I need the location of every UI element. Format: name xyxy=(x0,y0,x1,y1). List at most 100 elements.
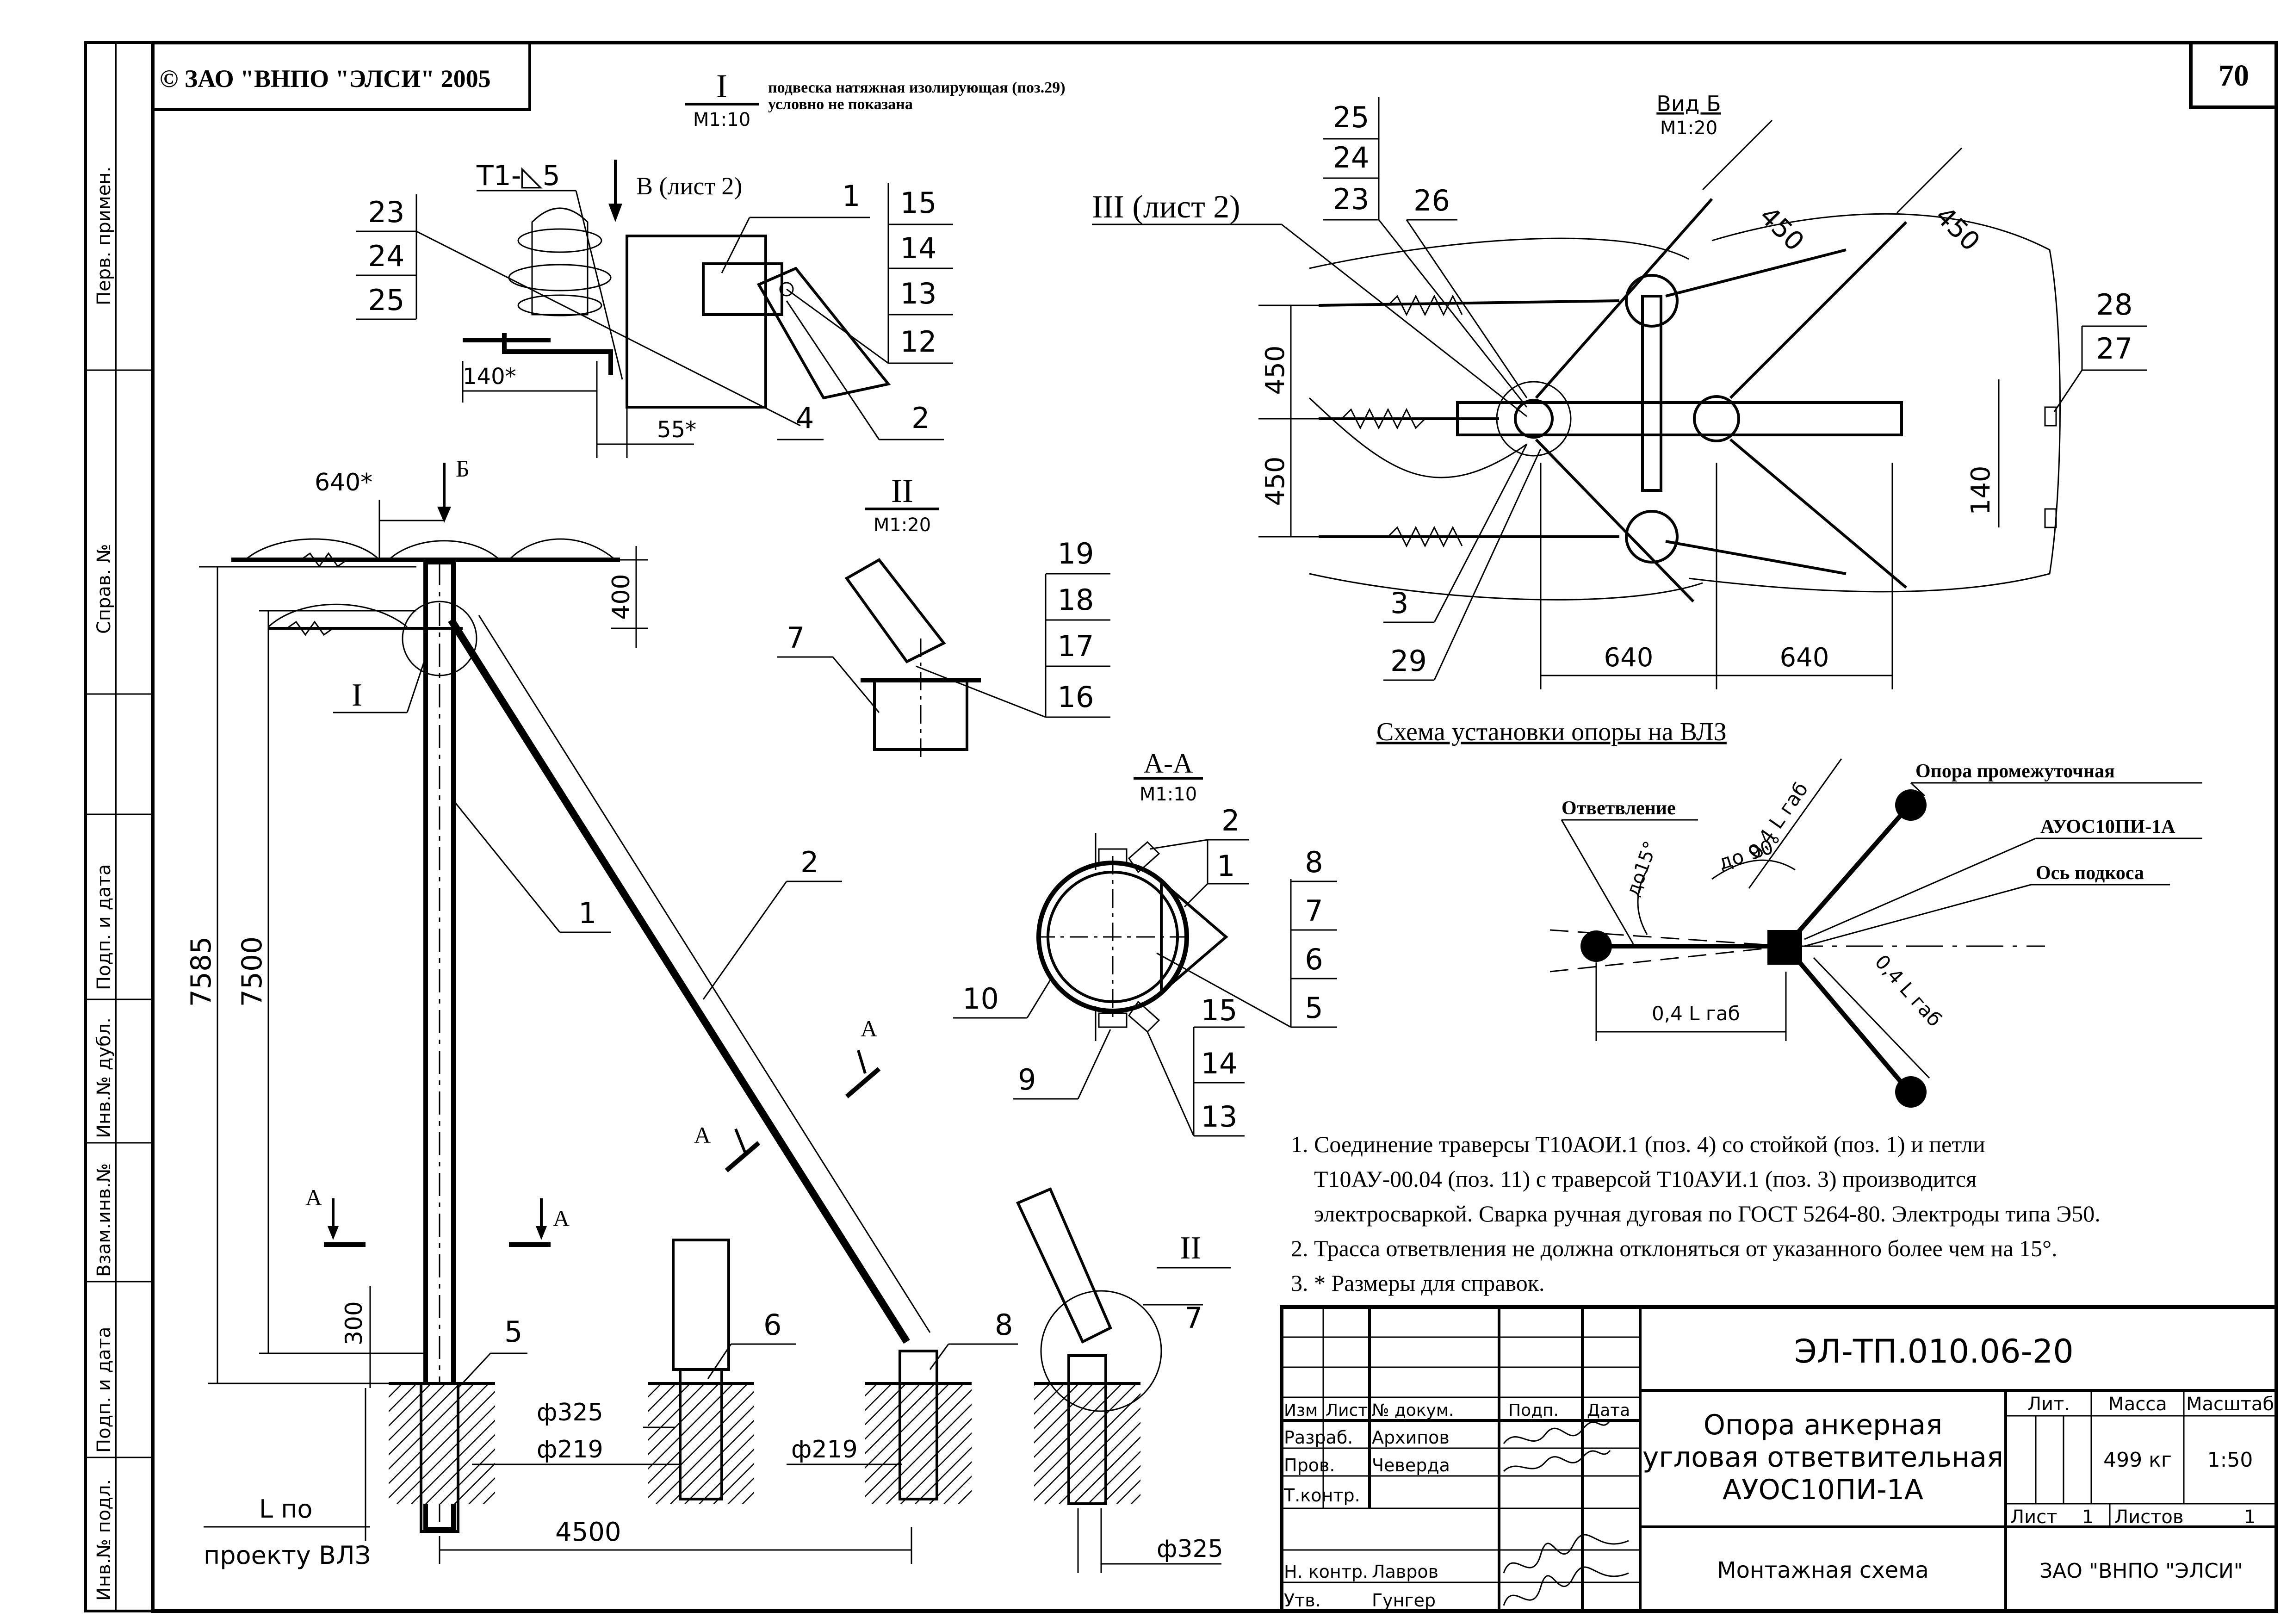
side-label-sprav-no: Справ. № xyxy=(93,544,115,634)
insulator-strings-icon xyxy=(1318,198,1908,603)
name-nkontr: Лавров xyxy=(1372,1562,1438,1582)
label-26: 26 xyxy=(1413,184,1450,217)
dim-4500: 4500 xyxy=(555,1517,621,1547)
label-27: 27 xyxy=(2096,332,2133,366)
label-intermediate-pole: Опора промежуточная xyxy=(1915,761,2115,782)
pos-18: 18 xyxy=(1058,583,1094,617)
sheet-frame xyxy=(84,41,2278,1613)
detail-II: II М1:20 19 18 17 16 7 xyxy=(777,472,1110,759)
angle-90: до 90° xyxy=(1716,832,1785,874)
pos-16: 16 xyxy=(1058,680,1094,714)
leader-7-detail-II: 7 xyxy=(787,621,805,655)
doc-name-line-1: Опора анкерная xyxy=(1704,1409,1942,1441)
name-utv: Гунгер xyxy=(1372,1590,1436,1611)
leader-5: 5 xyxy=(504,1315,522,1349)
col-list: Лист xyxy=(1326,1401,1368,1420)
leader-8: 8 xyxy=(995,1308,1013,1342)
leader-2-main: 2 xyxy=(800,845,818,879)
signature-nkontr-icon xyxy=(1503,1534,1629,1574)
label-29: 29 xyxy=(1390,644,1427,678)
role-razrab: Разраб. xyxy=(1284,1427,1353,1448)
leader-I: I xyxy=(352,677,362,713)
pos-13-section: 13 xyxy=(1201,1100,1238,1134)
label-branch: Ответвление xyxy=(1562,798,1676,819)
angle-15: до15° xyxy=(1622,838,1661,899)
section-AA-scale: М1:10 xyxy=(1140,784,1197,805)
pos-15-section: 15 xyxy=(1201,993,1238,1027)
notes: 1. Соединение траверсы Т10АОИ.1 (поз. 4)… xyxy=(1291,1131,2101,1296)
leader-9: 9 xyxy=(1018,1063,1036,1097)
label-28: 28 xyxy=(2096,288,2133,322)
side-label-inv-podl: Инв.№ подл. xyxy=(93,1479,115,1601)
dim-04L-right: 0,4 L габ xyxy=(1871,950,1946,1031)
company: ЗАО "ВНПО "ЭЛСИ" xyxy=(2039,1559,2243,1583)
section-AA-title: А-А xyxy=(1144,748,1193,779)
dim-phi-219-right: ф219 xyxy=(791,1436,858,1463)
copyright: © ЗАО "ВНПО "ЭЛСИ" 2005 xyxy=(160,65,491,93)
col-masshtab: Масштаб xyxy=(2186,1394,2274,1415)
listov-value: 1 xyxy=(2244,1506,2256,1528)
scheme-installation: Схема установки опоры на ВЛЗ 0,4 L габ 0… xyxy=(1376,718,2202,1108)
dim-140-viewB: 140 xyxy=(1966,466,1996,515)
pos-stack-right: 15 14 13 12 xyxy=(786,183,953,364)
label-proektu-VLZ: проекту ВЛЗ xyxy=(204,1541,371,1570)
dim-400: 400 xyxy=(607,574,635,620)
pos-7: 7 xyxy=(1305,894,1323,928)
insulator-icon xyxy=(508,207,612,316)
leader-7-main: 7 xyxy=(1184,1301,1202,1335)
detail-II-title: II xyxy=(891,472,913,509)
weld-symbol: Т1-◺5 xyxy=(476,160,560,192)
view-B: Вид Б М1:20 III (лист 2) 25 24 23 26 xyxy=(1092,91,2147,689)
leader-2: 2 xyxy=(911,401,930,435)
pole-marker-intermediate-top xyxy=(1895,789,1927,821)
pos-23-viewB: 23 xyxy=(1333,182,1370,216)
pos-6: 6 xyxy=(1305,942,1323,976)
pos-24: 24 xyxy=(368,239,405,273)
role-utv: Утв. xyxy=(1284,1590,1321,1611)
list-value: 1 xyxy=(2082,1506,2094,1528)
section-A-A: А-А М1:10 8 7 6 5 2 1 xyxy=(953,748,1337,1137)
masshtab-value: 1:50 xyxy=(2207,1448,2253,1472)
view-B-scale: М1:20 xyxy=(1660,118,1717,139)
col-massa: Масса xyxy=(2108,1394,2167,1415)
scheme-title: Схема установки опоры на ВЛЗ xyxy=(1376,718,1727,746)
col-lit: Лит. xyxy=(2027,1394,2070,1415)
side-label-perv-primen: Перв. примен. xyxy=(93,167,115,305)
view-B-ref: В (лист 2) xyxy=(636,172,742,200)
section-mark-A-1: А xyxy=(861,1016,877,1041)
name-prov: Чеверда xyxy=(1372,1455,1450,1475)
dim-450-diag-2: 450 xyxy=(1929,201,1986,257)
dim-140: 140* xyxy=(463,364,516,390)
pos-14: 14 xyxy=(900,231,937,265)
pos-13: 13 xyxy=(900,277,937,310)
col-doc: № докум. xyxy=(1372,1401,1454,1420)
role-prov: Пров. xyxy=(1284,1455,1335,1475)
col-podp: Подп. xyxy=(1508,1401,1559,1420)
note-1-line-1: 1. Соединение траверсы Т10АОИ.1 (поз. 4)… xyxy=(1291,1131,1985,1157)
pole-marker-intermediate-bottom xyxy=(1895,1076,1927,1108)
leader-1-section: 1 xyxy=(1217,849,1235,883)
dim-450-lower: 450 xyxy=(1260,457,1290,506)
side-label-podp-data-1: Подп. и дата xyxy=(93,864,115,990)
note-1-line-3: электросваркой. Сварка ручная дуговая по… xyxy=(1314,1201,2101,1227)
doc-subtitle: Монтажная схема xyxy=(1717,1557,1929,1583)
side-label-podp-data-2: Подп. и дата xyxy=(93,1327,115,1453)
massa-value: 499 кг xyxy=(2103,1448,2172,1472)
detail-I: I М1:10 подвеска натяжная изолирующая (п… xyxy=(356,68,1066,458)
pos-25: 25 xyxy=(368,283,405,317)
listov-label: Листов xyxy=(2114,1506,2183,1528)
leader-II: II xyxy=(1180,1230,1202,1266)
name-razrab: Архипов xyxy=(1372,1427,1450,1448)
signature-prov-icon xyxy=(1503,1450,1611,1472)
pos-15: 15 xyxy=(900,186,937,220)
dim-640-left: 640 xyxy=(1604,643,1654,673)
arrow-label-B: Б xyxy=(456,456,470,482)
section-mark-A-3: А xyxy=(305,1184,322,1210)
pos-23: 23 xyxy=(368,195,405,229)
leader-6: 6 xyxy=(763,1308,781,1342)
dim-55: 55* xyxy=(657,417,696,443)
dim-7585: 7585 xyxy=(185,936,217,1007)
pos-19: 19 xyxy=(1058,537,1094,570)
leader-1: 1 xyxy=(842,179,860,213)
